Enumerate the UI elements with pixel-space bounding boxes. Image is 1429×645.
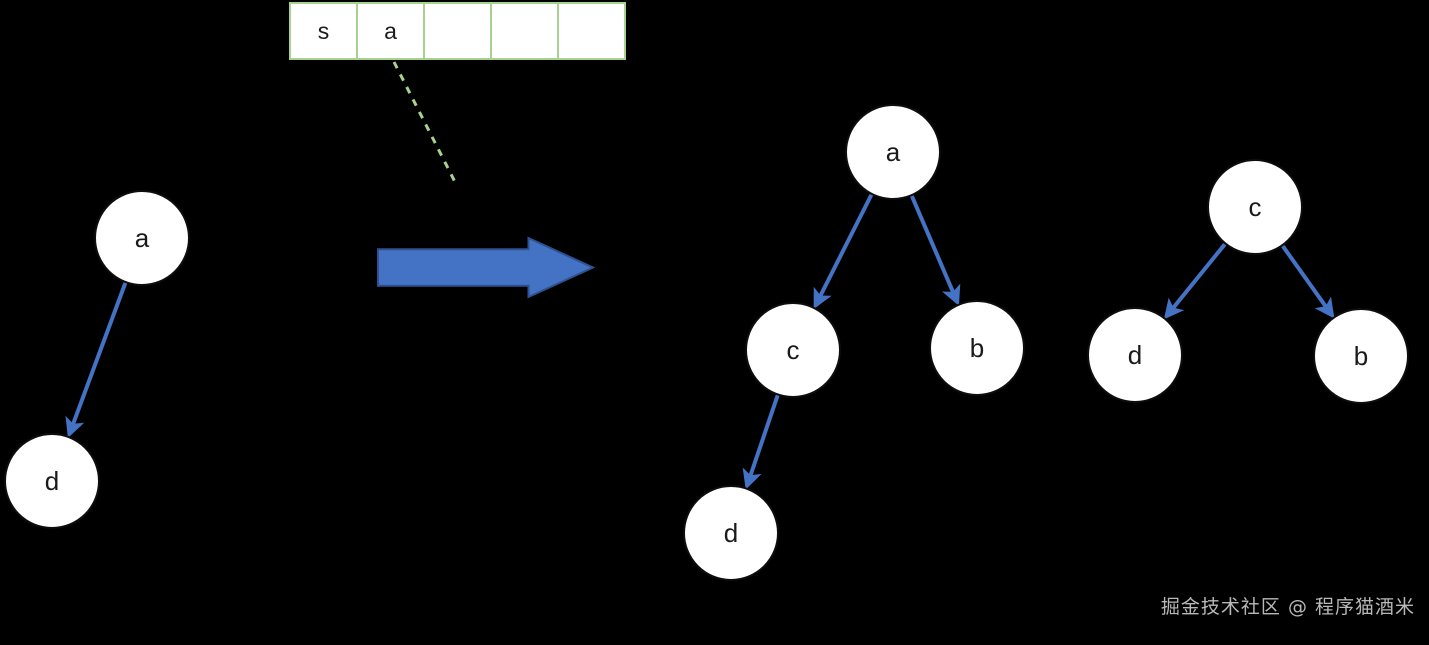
tree-node-d[interactable]: d bbox=[1087, 307, 1183, 403]
tree-edge-c-to-d bbox=[1163, 243, 1227, 320]
tree-node-d[interactable]: d bbox=[4, 433, 100, 529]
tree-node-a[interactable]: a bbox=[94, 190, 190, 286]
watermark-text: 掘金技术社区 @ 程序猫酒米 bbox=[1160, 596, 1415, 618]
array-cell-3[interactable] bbox=[490, 2, 559, 60]
big-arrow-layer bbox=[377, 236, 596, 299]
transform-arrow bbox=[377, 236, 596, 299]
array-cell-0[interactable]: s bbox=[289, 2, 358, 60]
tree-node-a[interactable]: a bbox=[845, 104, 941, 200]
tree-node-c[interactable]: c bbox=[745, 302, 841, 398]
array-cell-2[interactable] bbox=[423, 2, 492, 60]
tree-node-b[interactable]: b bbox=[1313, 308, 1409, 404]
tree-node-d[interactable]: d bbox=[683, 485, 779, 581]
array-cell-4[interactable] bbox=[557, 2, 626, 60]
tree-edge-c-to-d bbox=[742, 394, 780, 490]
tree-node-c[interactable]: c bbox=[1207, 159, 1303, 255]
connector-layer bbox=[392, 61, 457, 183]
array-cell-1[interactable]: a bbox=[356, 2, 425, 60]
tree-edge-a-to-c bbox=[813, 193, 873, 310]
tree-node-b[interactable]: b bbox=[929, 300, 1025, 396]
tree-edge-a-to-d bbox=[65, 281, 127, 439]
tree-edge-c-to-b bbox=[1281, 244, 1335, 319]
tree-edge-a-to-b bbox=[910, 195, 961, 306]
dashed-connector bbox=[392, 61, 457, 183]
